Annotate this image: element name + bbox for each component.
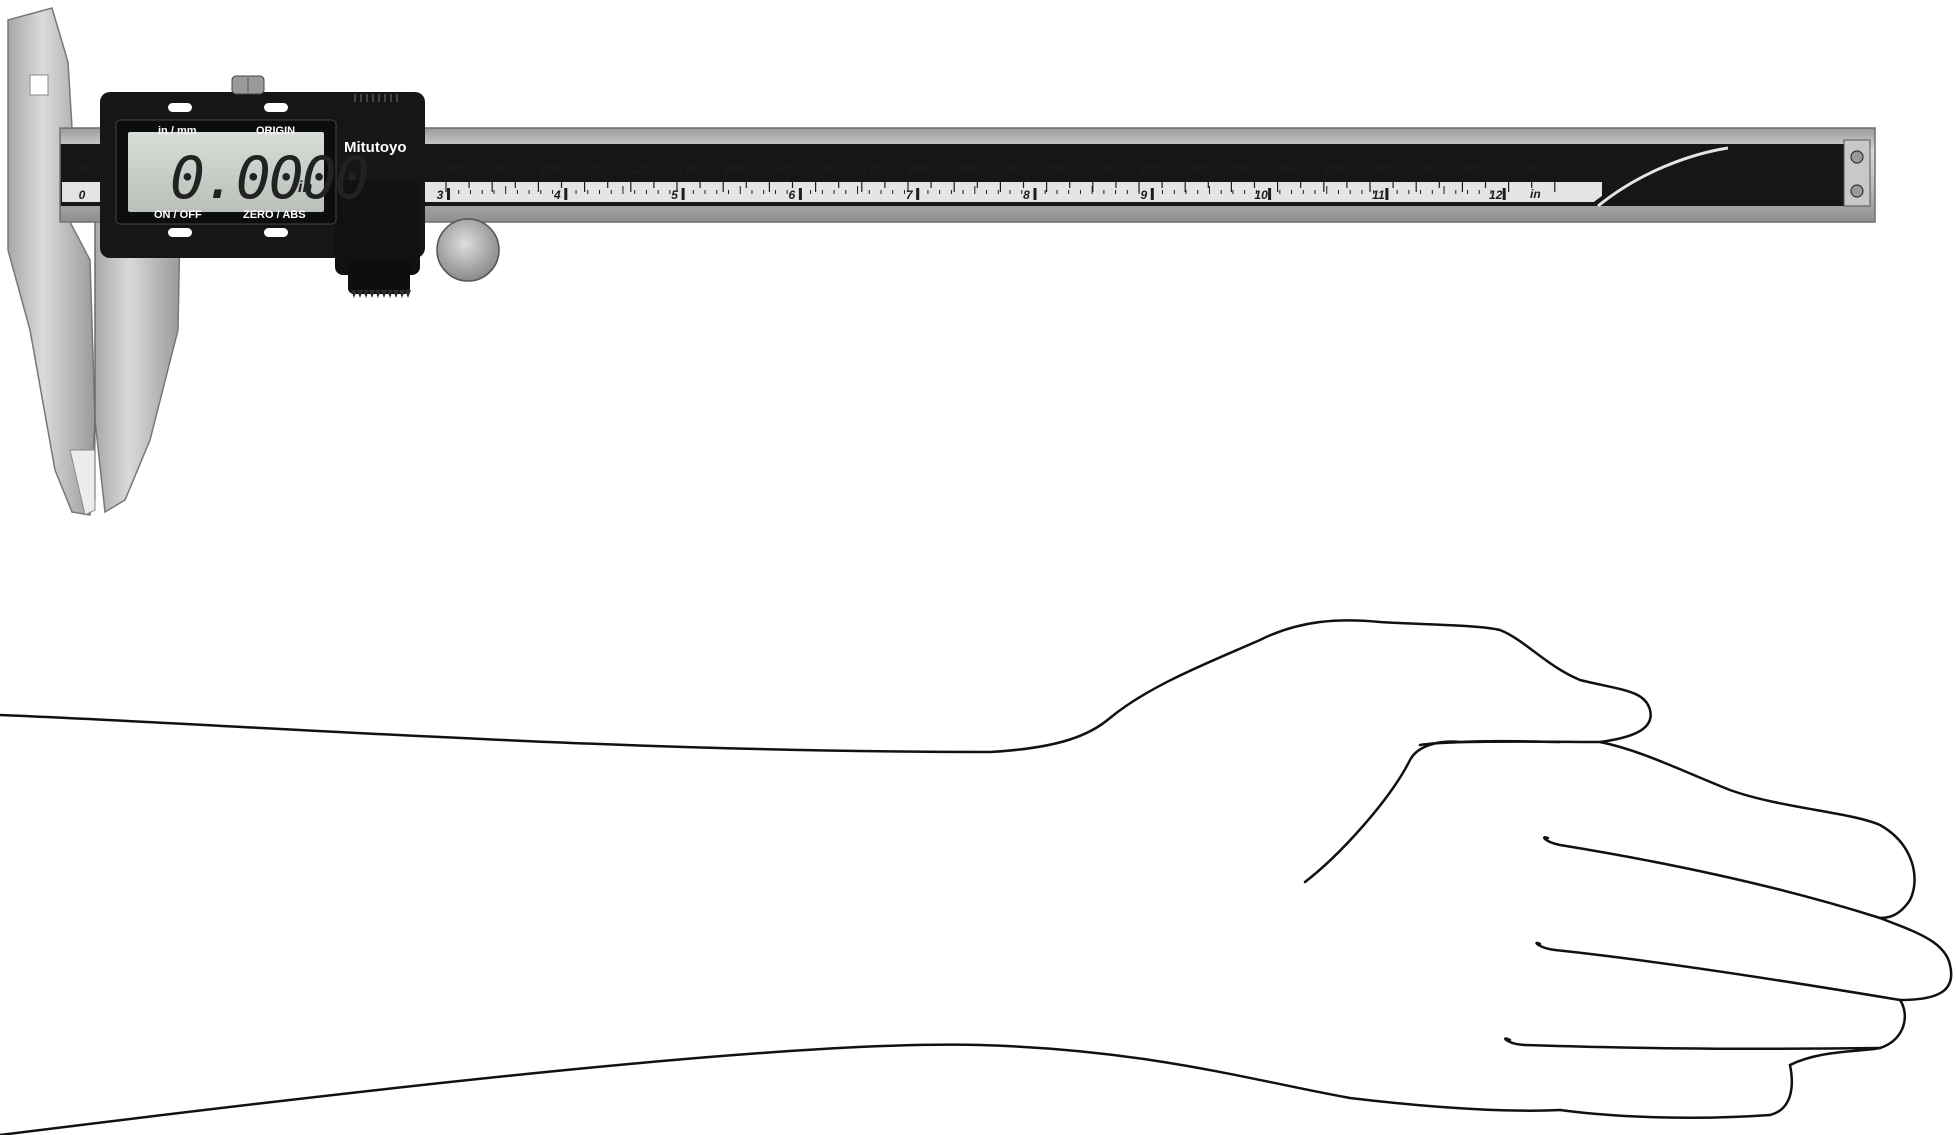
moving-jaw — [94, 221, 181, 514]
inch-major-tick — [1502, 188, 1506, 200]
mm-scale-label: 160 — [816, 162, 836, 176]
inch-scale-label: 9 — [1140, 188, 1147, 202]
middle-finger-crease — [1543, 836, 1882, 920]
inch-scale-label: 11 — [1372, 188, 1385, 202]
ring-finger-crease — [1535, 941, 1902, 1002]
beam-end-cap — [1843, 139, 1871, 207]
mm-scale-label: 140 — [723, 162, 743, 176]
mm-scale-label: 90 — [496, 162, 510, 176]
mm-scale-label: 120 — [631, 162, 651, 176]
mm-scale-label: 230 — [1138, 162, 1159, 176]
mm-scale: 0 80 90 100 110 120 130 140 150 160 170 180 190 200 21… — [81, 162, 1556, 192]
hand-drawing — [0, 619, 1953, 1135]
mm-scale-label: 190 — [954, 162, 974, 176]
inch-scale-label: 12 — [1489, 188, 1503, 202]
zero-abs-label: ZERO / ABS — [243, 209, 306, 221]
index-finger-underside — [1418, 740, 1916, 920]
inch-major-tick — [564, 188, 568, 200]
inch-major-tick — [1150, 188, 1154, 200]
inch-scale-label: 10 — [1254, 188, 1268, 202]
display-unit: in — [298, 179, 312, 196]
lcd-display: 0.0000 in — [115, 119, 370, 225]
unit-toggle-label: in / mm — [158, 125, 197, 137]
mm-scale-label: 80 — [449, 162, 463, 176]
inch-scale-label: 8 — [1023, 188, 1030, 202]
mm-scale-label: 110 — [585, 162, 604, 176]
inch-scale-label: 4 — [553, 188, 561, 202]
inch-scale-label: 3 — [437, 188, 444, 202]
inch-major-tick — [1033, 188, 1037, 200]
mm-scale-label: 260 — [1277, 162, 1298, 176]
inch-major-tick — [798, 188, 802, 200]
grip-ridges — [354, 94, 398, 102]
power-label: ON / OFF — [154, 209, 202, 221]
origin-label: ORIGIN — [256, 125, 295, 137]
mm-scale-label: 250 — [1230, 162, 1251, 176]
power-button[interactable]: ON / OFF — [154, 209, 202, 237]
mm-scale-label: 130 — [677, 162, 697, 176]
fixed-jaw — [7, 7, 96, 516]
mm-scale-label: 290 — [1415, 162, 1436, 176]
mm-scale-label: 300 — [1462, 162, 1482, 176]
mm-scale-label: 100 — [538, 162, 558, 176]
unit-toggle-button[interactable]: in / mm — [158, 103, 197, 137]
brand-logo: Mitutoyo — [344, 139, 406, 156]
mm-scale-label: 240 — [1184, 162, 1205, 176]
mm-scale-label: 280 — [1369, 162, 1390, 176]
middle-finger-outline — [1878, 916, 1953, 1002]
mm-scale-label: 220 — [1092, 162, 1113, 176]
inch-unit-label: in — [1530, 187, 1541, 201]
inch-scale-label: 0 — [79, 188, 86, 202]
mm-scale-label: 170 — [862, 162, 882, 176]
inch-scale: 0 3 4 5 6 7 8 9 10 11 12 — [79, 186, 1506, 202]
lock-screw[interactable] — [231, 75, 265, 95]
caliper: 0.0000 in Mitutoyo in / mm ORIGIN ON / O… — [7, 7, 1876, 516]
inch-major-tick — [1268, 188, 1272, 200]
mm-scale-label: 210 — [1046, 162, 1067, 176]
forearm-bottom-outline — [0, 1043, 1562, 1135]
screw-icon — [1850, 184, 1864, 198]
mm-scale-label: 150 — [769, 162, 789, 176]
thumb-crease — [1303, 739, 1562, 884]
inch-scale-label: 7 — [906, 188, 914, 202]
inch-major-tick — [447, 188, 450, 200]
inch-major-tick — [681, 188, 685, 200]
origin-button[interactable]: ORIGIN — [256, 103, 295, 137]
little-finger-crease — [1504, 1037, 1882, 1051]
little-finger-outline — [1558, 1063, 1794, 1119]
thumb-roller[interactable] — [348, 258, 411, 298]
display-value: 0.0000 — [170, 144, 368, 212]
screw-icon — [1850, 150, 1864, 164]
inch-major-tick — [916, 188, 920, 200]
fine-adjust-wheel[interactable] — [436, 218, 500, 282]
inch-scale-label: 5 — [671, 188, 678, 202]
mm-scale-label: 270 — [1323, 162, 1344, 176]
mm-scale-label: 200 — [999, 162, 1020, 176]
forearm-top-outline — [0, 619, 1652, 754]
zero-abs-button[interactable]: ZERO / ABS — [243, 209, 306, 237]
mm-scale-label: 0 — [81, 162, 88, 176]
ring-finger-outline — [1788, 998, 1907, 1067]
inch-scale-label: 6 — [789, 188, 796, 202]
mm-unit-label: mm — [1526, 162, 1548, 176]
inch-major-tick — [1385, 188, 1389, 200]
mm-scale-label: 180 — [908, 162, 928, 176]
